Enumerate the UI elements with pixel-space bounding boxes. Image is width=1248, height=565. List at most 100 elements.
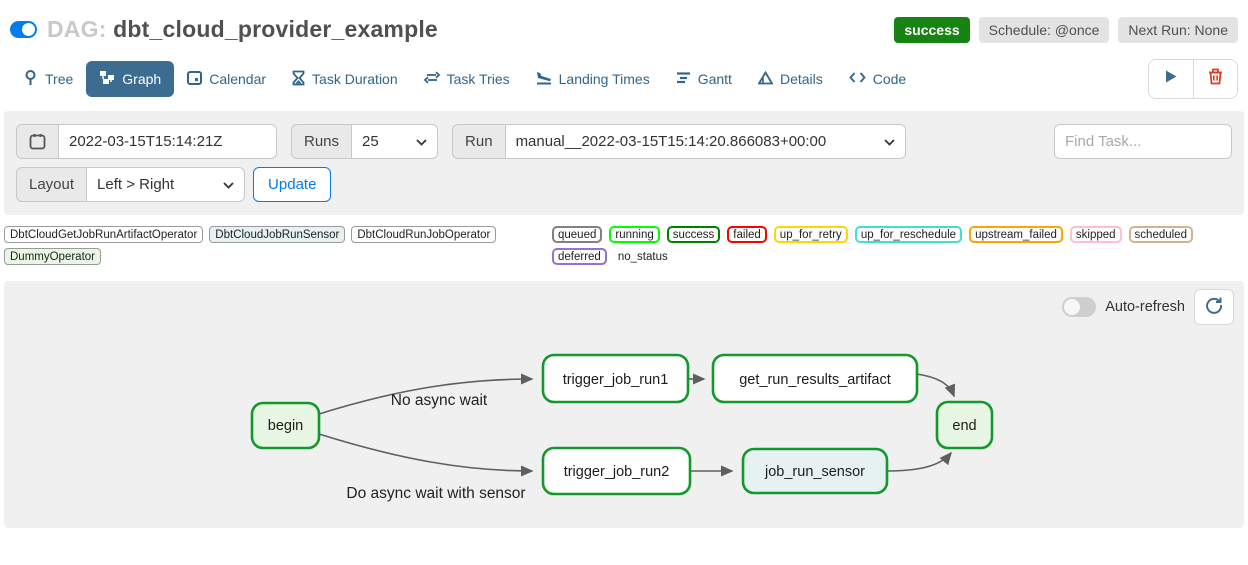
chevron-down-icon xyxy=(883,133,895,150)
run-select-value: manual__2022-03-15T15:14:20.866083+00:00 xyxy=(515,133,827,150)
schedule-badge: Schedule: @once xyxy=(978,16,1110,43)
trash-icon xyxy=(1208,68,1223,90)
task-node-label: end xyxy=(952,418,976,434)
status-badge-up-for-reschedule: up_for_reschedule xyxy=(854,226,963,243)
update-button[interactable]: Update xyxy=(253,167,332,202)
operator-badge: DummyOperator xyxy=(4,248,101,265)
run-select[interactable]: manual__2022-03-15T15:14:20.866083+00:00 xyxy=(505,124,906,159)
task-node-trigger-job-run2[interactable]: trigger_job_run2 xyxy=(541,446,692,496)
status-badge-queued: queued xyxy=(552,226,603,243)
delete-dag-button[interactable] xyxy=(1193,60,1237,98)
tab-details[interactable]: Details xyxy=(745,62,836,97)
dag-name: dbt_cloud_provider_example xyxy=(113,16,438,42)
tab-label: Code xyxy=(872,71,907,87)
refresh-button[interactable] xyxy=(1194,289,1234,325)
hourglass-icon xyxy=(292,70,305,89)
tab-tree[interactable]: Tree xyxy=(10,61,86,98)
edge-label-async-sensor: Do async wait with sensor xyxy=(346,485,525,502)
chevron-down-icon xyxy=(223,176,234,193)
task-node-label: trigger_job_run1 xyxy=(563,372,669,388)
layout-label: Layout xyxy=(16,167,88,202)
refresh-icon xyxy=(1205,296,1223,319)
runs-select[interactable]: 25 xyxy=(352,124,439,159)
plane-landing-icon xyxy=(536,70,552,88)
operator-legend: DbtCloudGetJobRunArtifactOperator DbtClo… xyxy=(4,226,552,265)
task-node-get-run-results-artifact[interactable]: get_run_results_artifact xyxy=(711,353,919,404)
run-label: Run xyxy=(452,124,506,159)
tab-graph[interactable]: Graph xyxy=(86,61,175,97)
status-badge-running: running xyxy=(609,226,660,243)
layout-select-value: Left > Right xyxy=(97,176,175,193)
legend: DbtCloudGetJobRunArtifactOperator DbtClo… xyxy=(0,217,1248,271)
toggle-knob xyxy=(22,23,35,36)
play-icon xyxy=(1164,69,1178,89)
runs-label: Runs xyxy=(291,124,353,159)
layout-select[interactable]: Left > Right xyxy=(87,167,246,202)
runs-group: Runs 25 xyxy=(291,124,439,159)
filter-panel: Runs 25 Run manual__2022-03-15T15:14:20.… xyxy=(4,111,1244,215)
graph-controls: Auto-refresh xyxy=(1062,289,1234,325)
tab-label: Graph xyxy=(122,71,162,87)
status-badge-success: success xyxy=(666,226,721,243)
task-node-label: begin xyxy=(268,418,303,434)
dag-header: DAG: dbt_cloud_provider_example success … xyxy=(0,0,1248,53)
next-run-badge: Next Run: None xyxy=(1118,16,1238,43)
dag-graph-panel: Auto-refresh No async wait xyxy=(4,281,1244,528)
dag-edges xyxy=(318,373,956,477)
tab-task-tries[interactable]: Task Tries xyxy=(411,61,523,97)
gantt-icon xyxy=(676,71,691,87)
edge-label-no-async: No async wait xyxy=(391,392,488,409)
base-date-input[interactable] xyxy=(69,133,266,150)
view-tabs: Tree Graph Calendar Task Duration Task T… xyxy=(0,53,1248,109)
dag-actions xyxy=(1148,59,1238,99)
tab-calendar[interactable]: Calendar xyxy=(174,61,279,97)
dag-graph-svg: No async wait Do async wait with sensor … xyxy=(250,353,994,502)
tab-code[interactable]: Code xyxy=(836,62,919,96)
tab-label: Gantt xyxy=(697,71,732,87)
filter-row-2: Layout Left > Right Update xyxy=(16,167,1232,202)
tab-gantt[interactable]: Gantt xyxy=(663,62,745,96)
filter-row-1: Runs 25 Run manual__2022-03-15T15:14:20.… xyxy=(16,124,1232,159)
status-badge-deferred: deferred xyxy=(552,248,607,265)
auto-refresh-toggle[interactable] xyxy=(1062,297,1097,317)
graph-icon xyxy=(99,70,115,88)
operator-badge: DbtCloudJobRunSensor xyxy=(209,226,346,243)
task-node-end[interactable]: end xyxy=(935,400,994,450)
task-node-trigger-job-run1[interactable]: trigger_job_run1 xyxy=(541,353,690,404)
tab-label: Landing Times xyxy=(558,71,650,87)
chevron-down-icon xyxy=(416,133,427,150)
tab-task-duration[interactable]: Task Duration xyxy=(279,61,411,98)
find-task-input[interactable] xyxy=(1054,124,1232,159)
tree-icon xyxy=(23,69,38,89)
run-group: Run manual__2022-03-15T15:14:20.866083+0… xyxy=(452,124,906,159)
edge-artifact-end xyxy=(916,373,956,398)
edge-begin-trigger1 xyxy=(318,373,534,415)
dag-status-badge: success xyxy=(894,16,970,43)
status-badge-failed: failed xyxy=(727,226,767,243)
tab-landing-times[interactable]: Landing Times xyxy=(523,61,663,97)
auto-refresh-label: Auto-refresh xyxy=(1105,299,1185,315)
task-node-begin[interactable]: begin xyxy=(250,401,321,450)
dag-pause-toggle[interactable] xyxy=(10,21,37,38)
tab-label: Task Duration xyxy=(312,71,398,87)
dag-title-prefix: DAG: xyxy=(47,16,107,42)
trigger-dag-button[interactable] xyxy=(1149,60,1193,98)
base-date-field xyxy=(59,124,277,159)
edge-sensor-end xyxy=(886,451,953,472)
calendar-addon-button[interactable] xyxy=(16,124,59,159)
edge-begin-trigger2 xyxy=(318,433,534,477)
header-badges: success Schedule: @once Next Run: None xyxy=(894,16,1238,43)
operator-badge: DbtCloudGetJobRunArtifactOperator xyxy=(4,226,204,243)
operator-badge: DbtCloudRunJobOperator xyxy=(351,226,497,243)
tab-label: Tree xyxy=(45,71,74,87)
status-badge-no-status: no_status xyxy=(617,250,668,263)
status-badge-up-for-retry: up_for_retry xyxy=(773,226,848,243)
task-node-label: job_run_sensor xyxy=(764,464,865,480)
status-badge-scheduled: scheduled xyxy=(1128,226,1193,243)
task-node-job-run-sensor[interactable]: job_run_sensor xyxy=(741,447,889,495)
task-node-label: trigger_job_run2 xyxy=(564,464,670,480)
repeat-icon xyxy=(423,70,440,88)
tab-label: Task Tries xyxy=(446,71,510,87)
status-legend: queued running success failed up_for_ret… xyxy=(552,226,1244,265)
